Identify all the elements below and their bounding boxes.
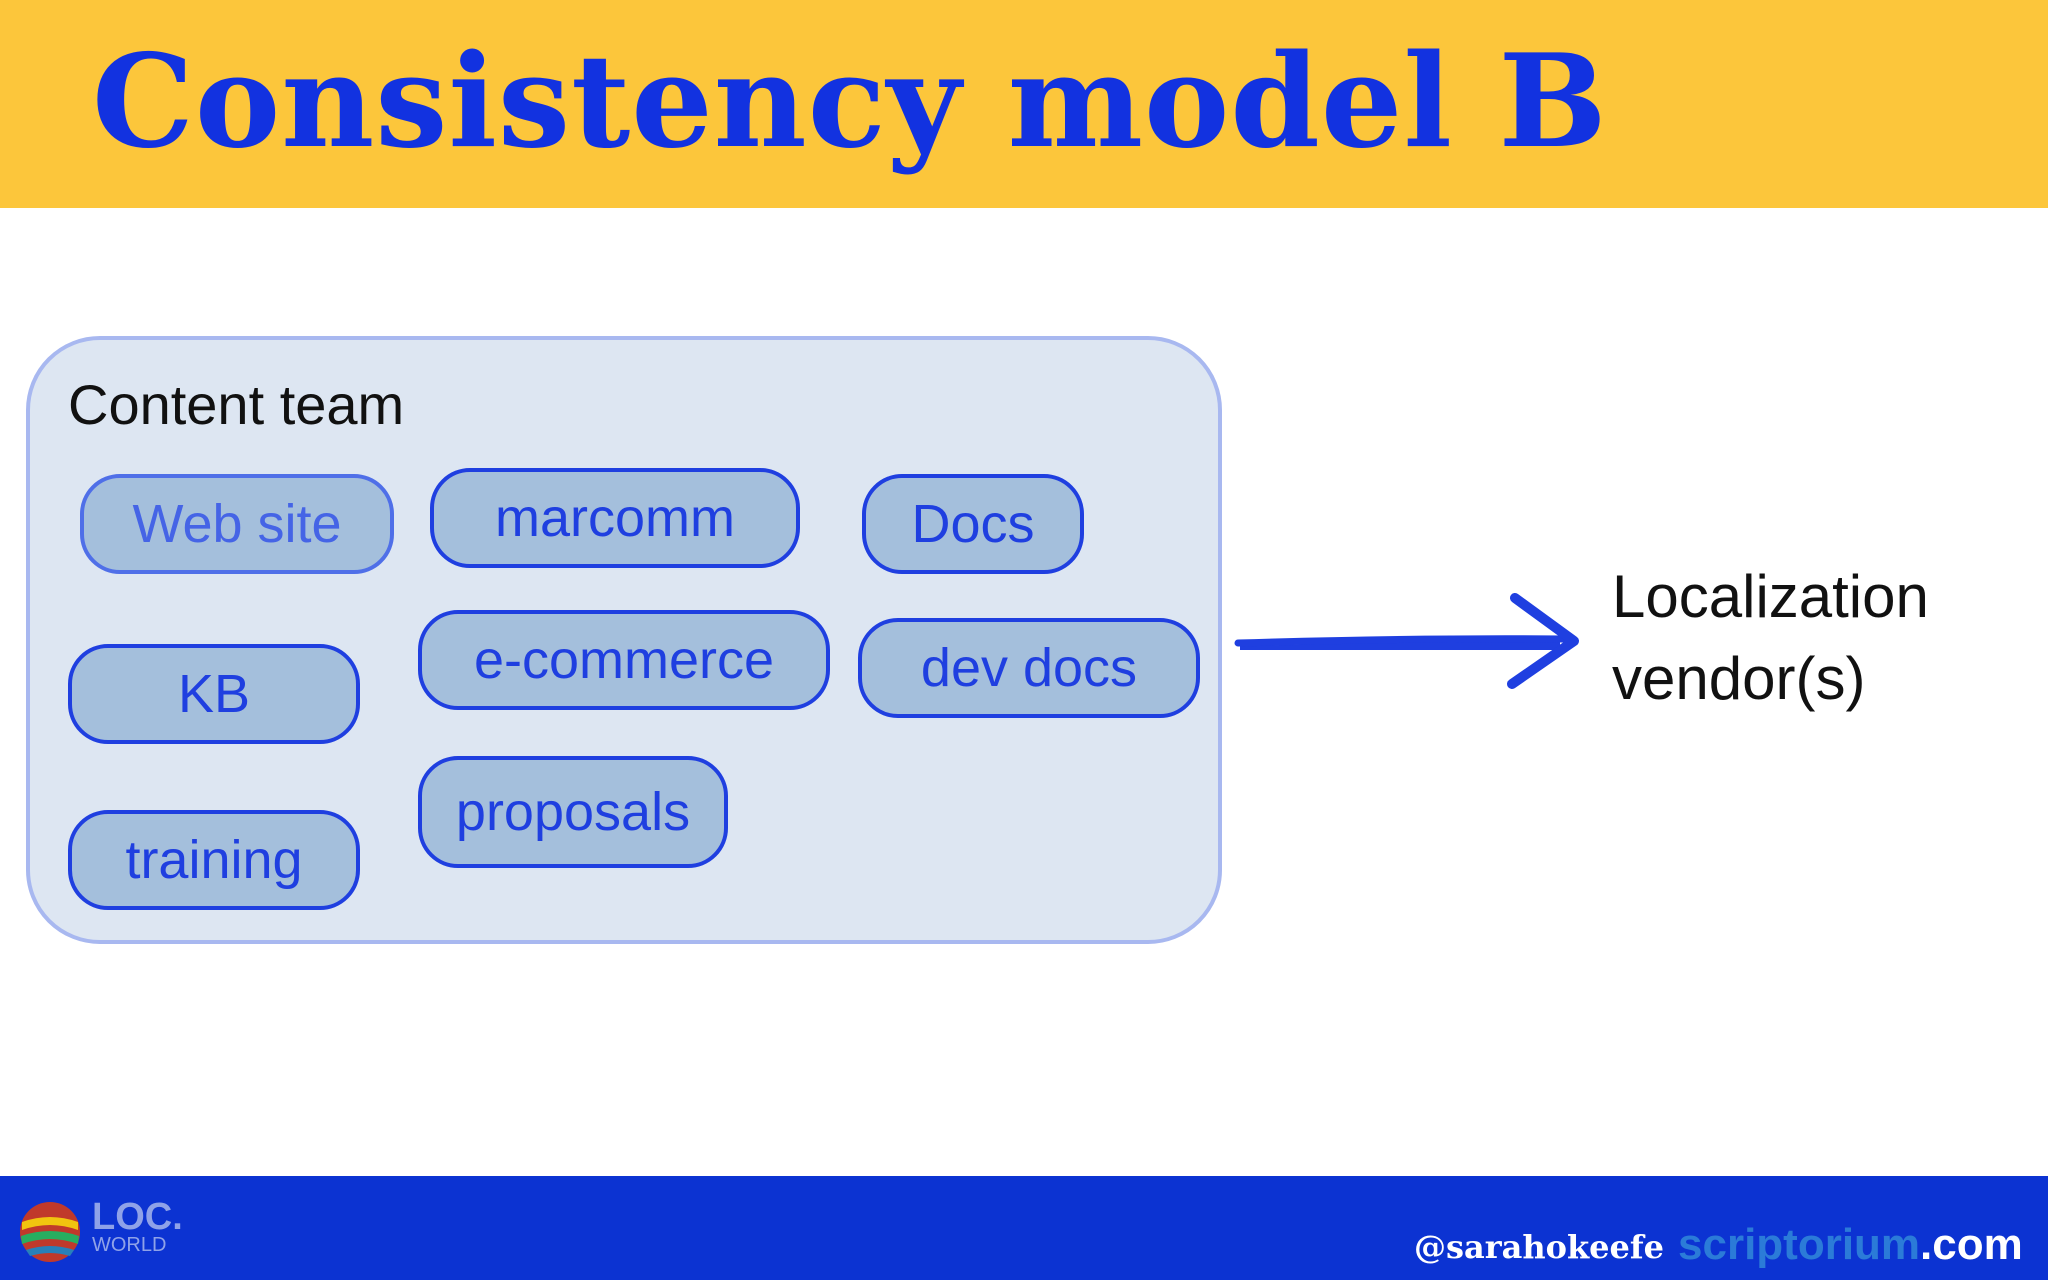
pill-web-site: Web site [80, 474, 394, 574]
pill-marcomm: marcomm [430, 468, 800, 568]
site-logo: scriptorium.com [1678, 1220, 2023, 1270]
vendor-line-2: vendor(s) [1612, 645, 1866, 712]
vendor-line-1: Localization [1612, 563, 1929, 630]
pill-proposals: proposals [418, 756, 728, 868]
site-tld: .com [1920, 1220, 2023, 1269]
pill-kb: KB [68, 644, 360, 744]
footer-bar [0, 1176, 2048, 1280]
pill-docs: Docs [862, 474, 1084, 574]
globe-logo-icon [20, 1202, 80, 1262]
content-team-label: Content team [68, 373, 405, 436]
loc-world-logo-sub: WORLD [92, 1234, 167, 1256]
pill-e-commerce: e-commerce [418, 610, 830, 710]
site-name: scriptorium [1678, 1220, 1921, 1269]
pill-dev-docs: dev docs [858, 618, 1200, 718]
loc-world-logo: LOC. [92, 1196, 183, 1238]
twitter-handle: @sarahokeefe [1414, 1228, 1664, 1266]
title-banner [0, 0, 2048, 208]
localization-vendor-label: Localization vendor(s) [1612, 556, 1929, 720]
slide-title: Consistency model B [92, 27, 1608, 177]
pill-training: training [68, 810, 360, 910]
